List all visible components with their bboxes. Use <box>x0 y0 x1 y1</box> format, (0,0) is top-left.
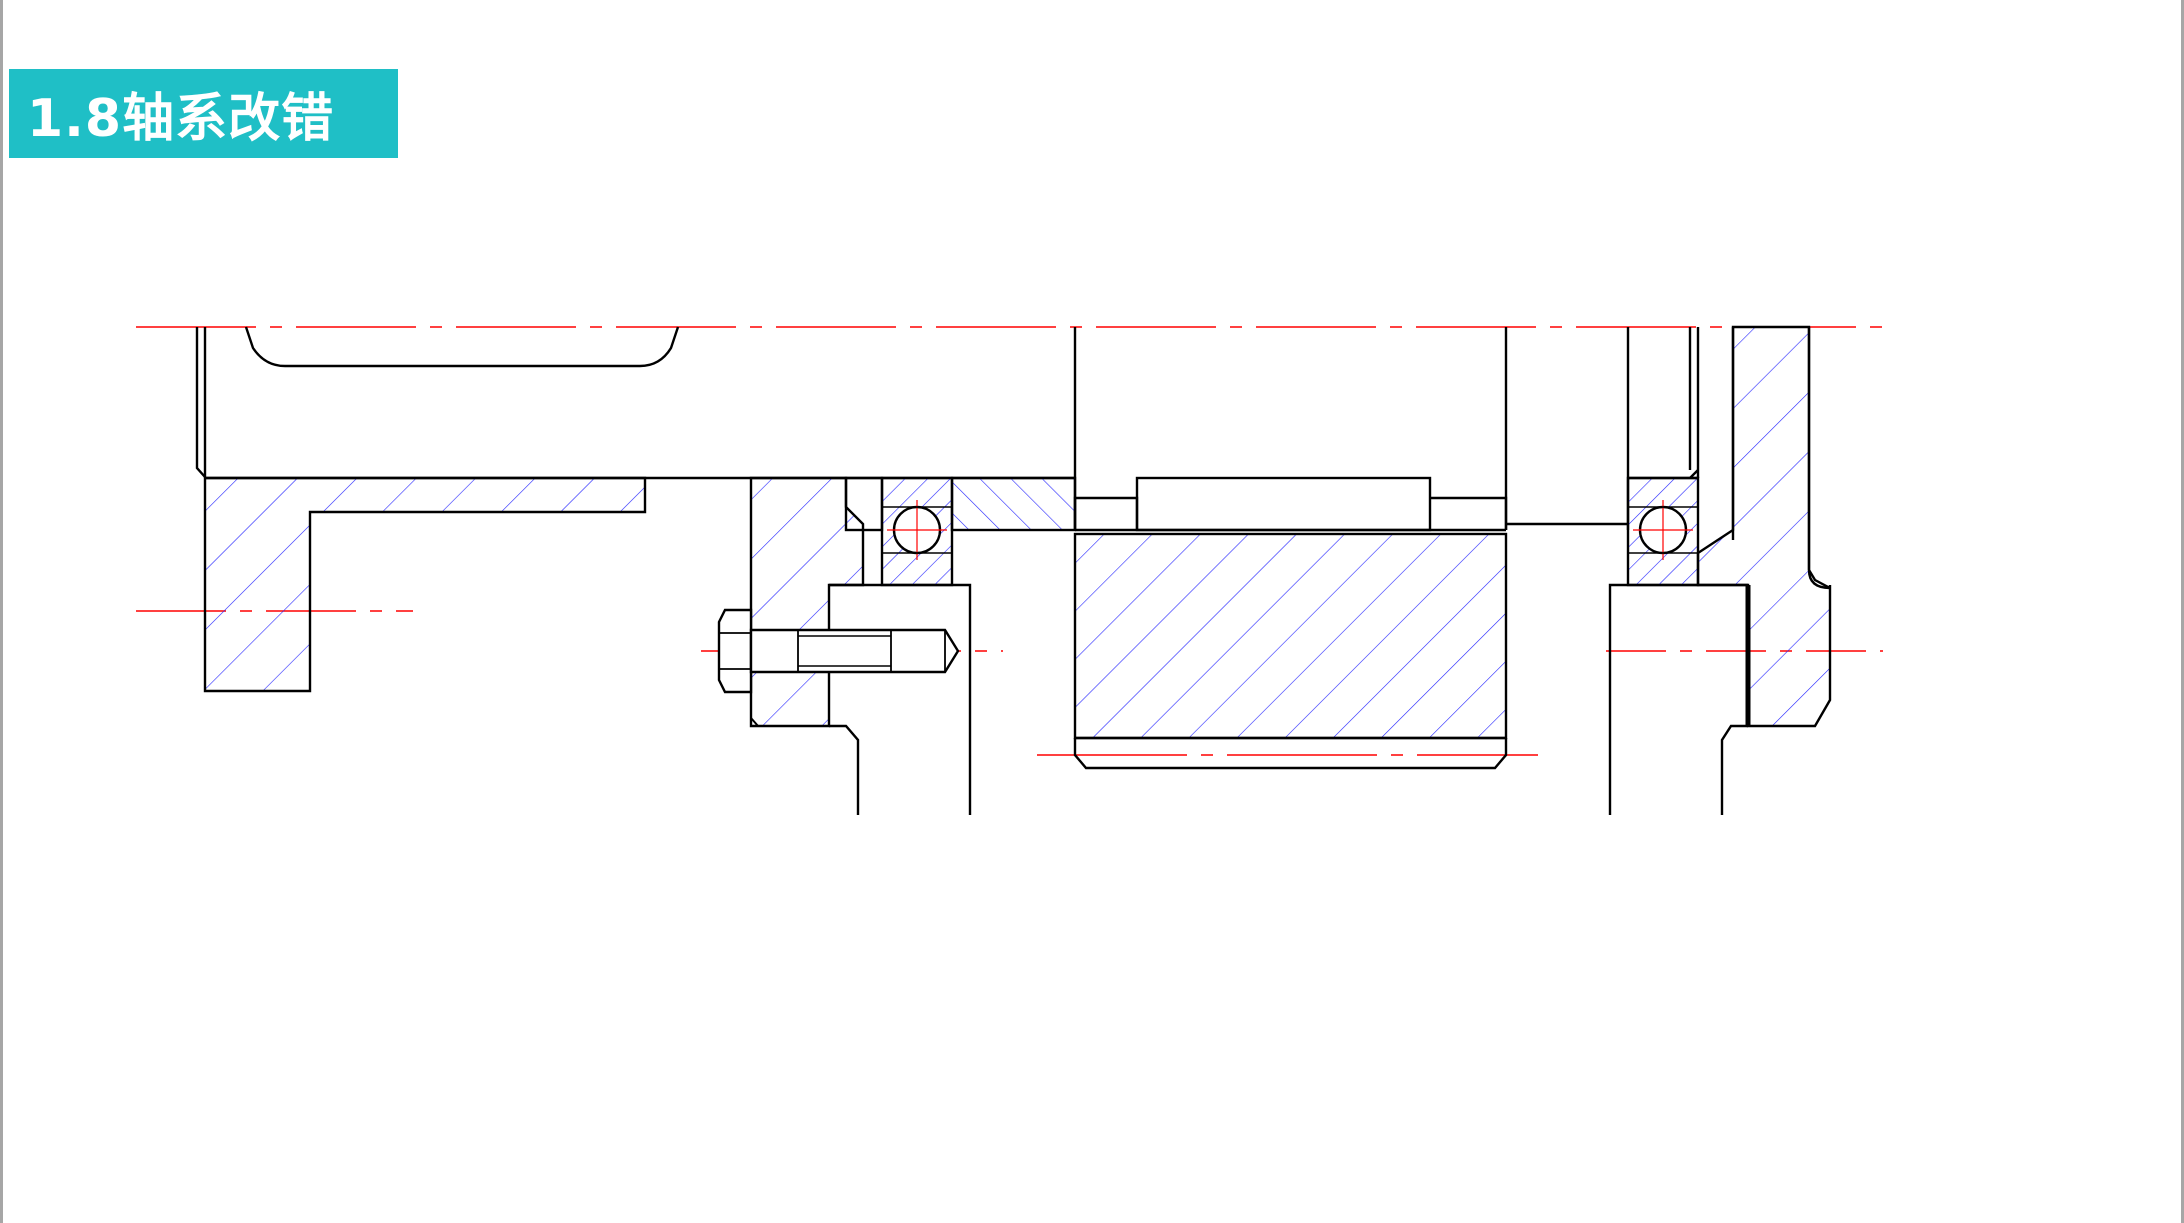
right-end-cap <box>1696 325 1832 728</box>
gear-key <box>1073 476 1508 532</box>
right-housing-walls <box>1608 583 1748 815</box>
gear-body <box>1073 532 1508 770</box>
title-banner: 1.8轴系改错 <box>9 69 398 158</box>
bolt <box>717 608 960 694</box>
shaft-assembly-drawing <box>136 325 1888 815</box>
right-rolling-bearing <box>1626 476 1700 587</box>
left-sleeve <box>950 476 1077 532</box>
slide-title: 1.8轴系改错 <box>27 89 335 149</box>
left-rolling-bearing <box>880 476 954 587</box>
left-housing-walls <box>829 583 972 815</box>
right-shaft-end <box>1628 327 1700 480</box>
coupling-hub <box>195 326 680 478</box>
centerlines <box>136 326 1888 756</box>
left-hub-section <box>203 476 647 693</box>
